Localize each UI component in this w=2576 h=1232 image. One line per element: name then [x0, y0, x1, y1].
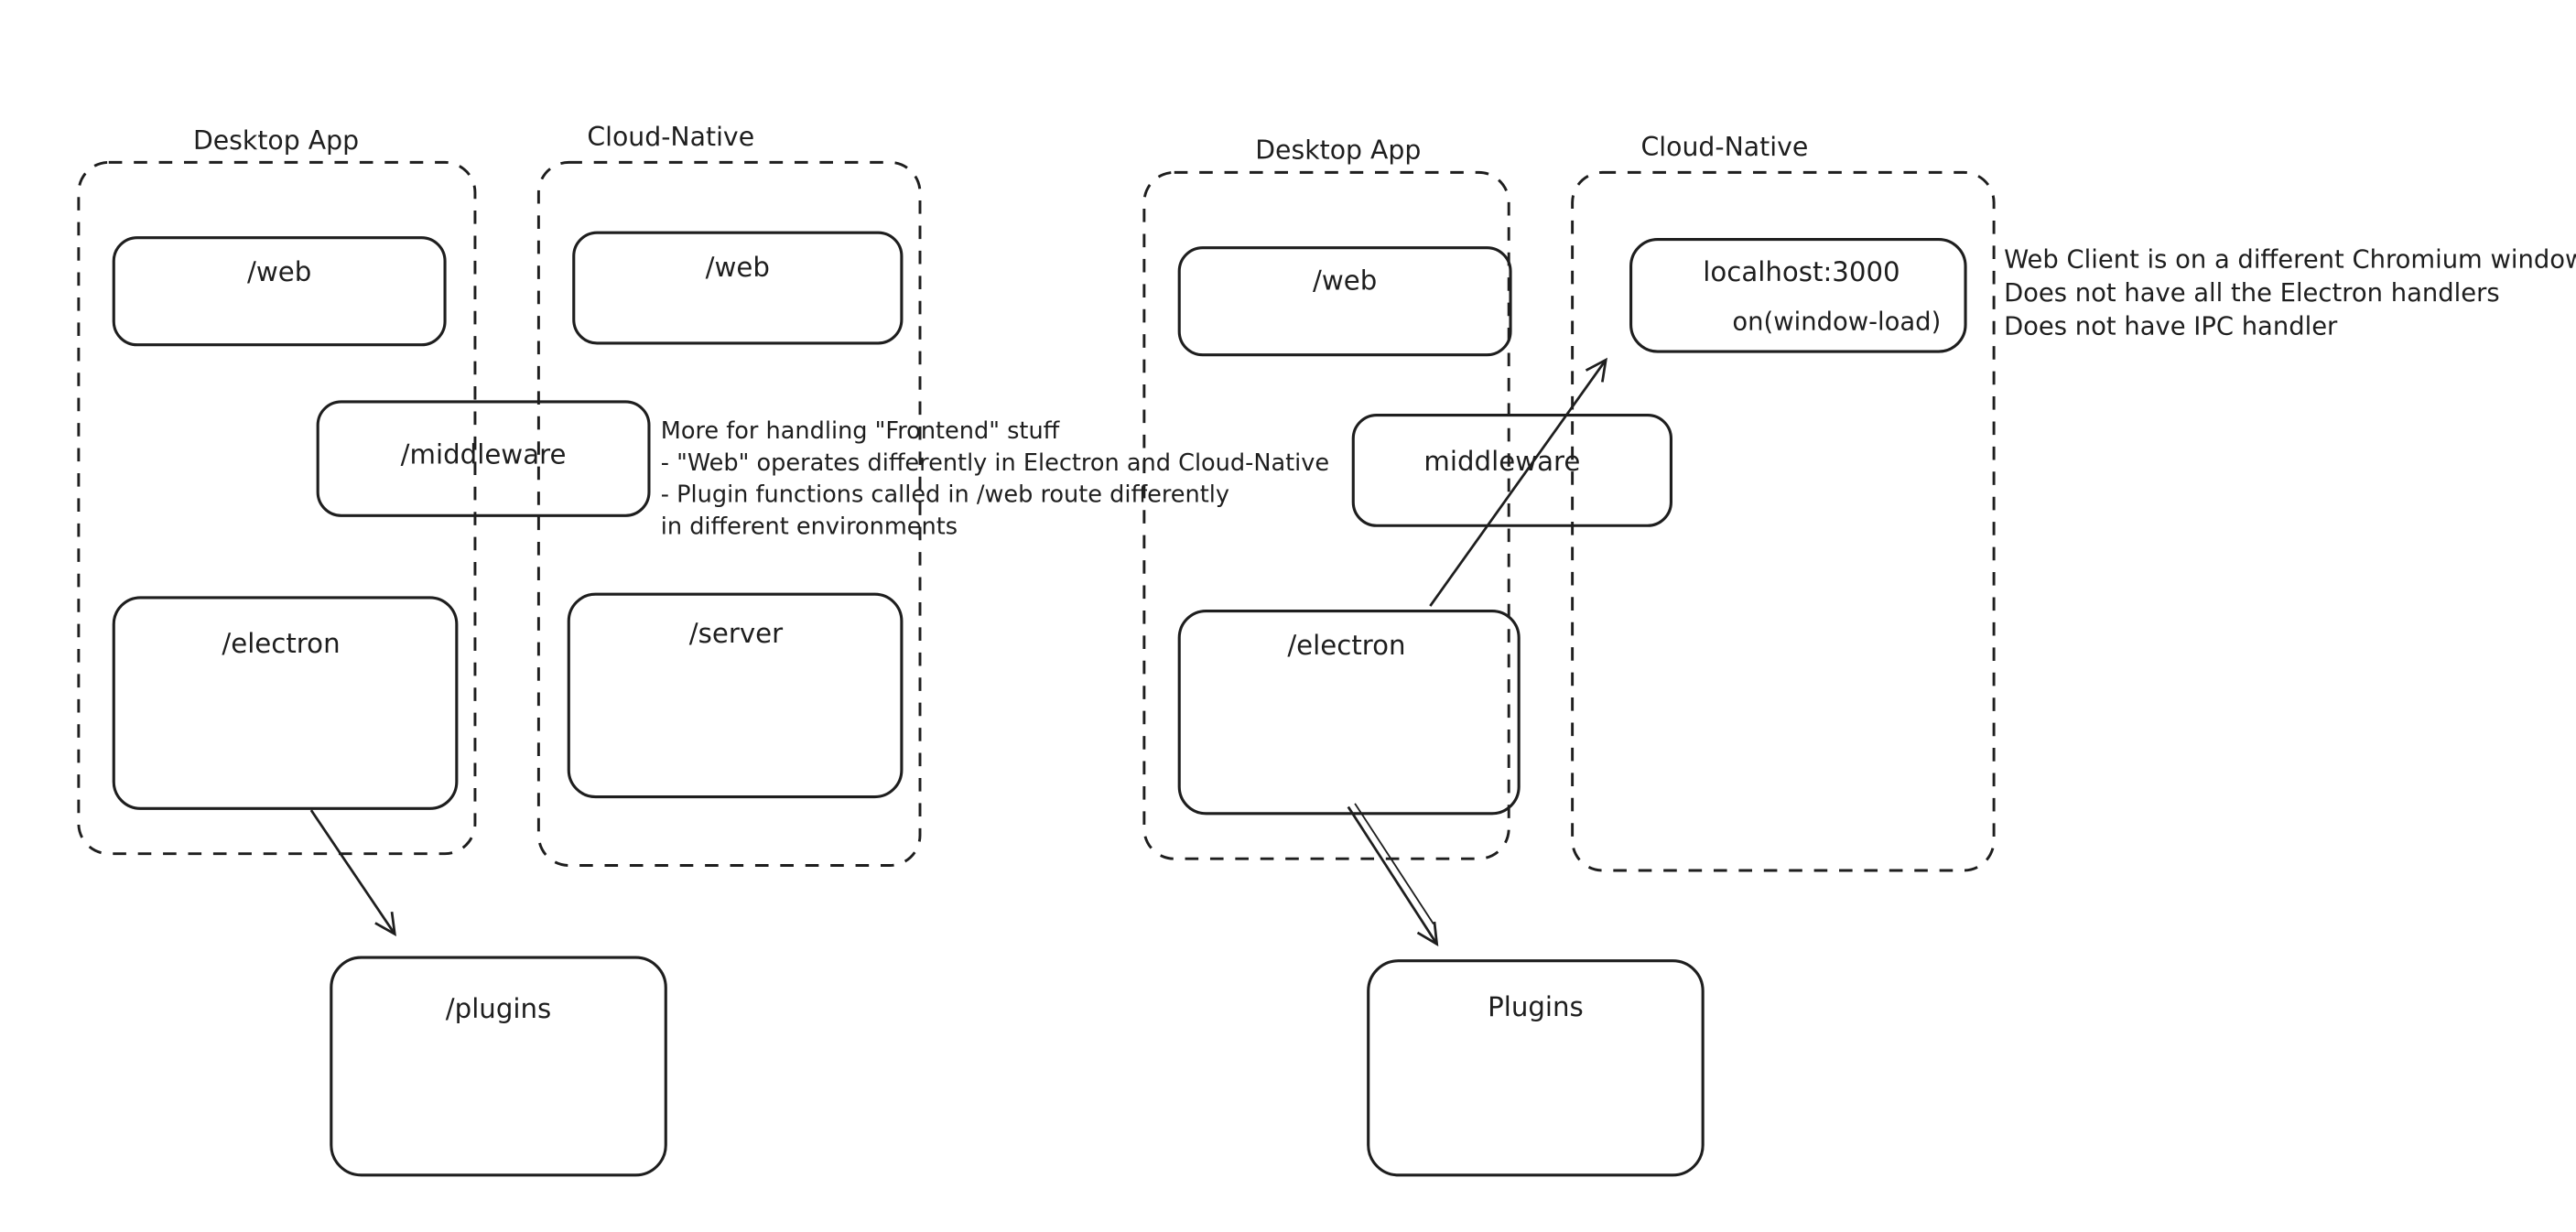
green-note: More for handling "Frontend" stuff - "We…: [661, 417, 1329, 540]
window-load-label: on(window-load): [1732, 308, 1941, 336]
right-plugins-box: [1367, 959, 1705, 1177]
left-server-box: [567, 592, 904, 799]
left-diagram: Desktop App Cloud-Native /web /web /midd…: [77, 122, 1329, 1177]
left-desktop-app-container: Desktop App: [77, 125, 477, 856]
right-plugins-label: Plugins: [1488, 991, 1584, 1022]
left-web-cloud-box: [572, 231, 904, 345]
left-server-node: /server: [567, 592, 904, 799]
red-note-line-2: Does not have all the Electron handlers: [2004, 279, 2500, 308]
left-electron-box: [112, 596, 459, 810]
left-web-desktop-label: /web: [247, 256, 311, 287]
left-middleware-label: /middleware: [401, 439, 567, 470]
localhost-node: localhost:3000 on(window-load): [1629, 237, 1967, 353]
right-web-node: /web: [1177, 246, 1512, 357]
right-diagram: Desktop App Cloud-Native /web localhost:…: [1142, 132, 2576, 1177]
right-middleware-box: [1351, 413, 1672, 527]
right-desktop-app-dashed-frame: [1142, 170, 1510, 860]
left-middleware-node: /middleware: [316, 400, 651, 517]
right-electron-to-plugins-arrow-sketch-stroke: [1354, 803, 1434, 924]
right-web-box: [1177, 246, 1512, 357]
left-web-desktop-box: [112, 236, 447, 347]
left-middleware-box: [316, 400, 651, 517]
left-desktop-app-title: Desktop App: [193, 125, 359, 156]
right-desktop-app-container: Desktop App: [1142, 135, 1510, 860]
right-electron-label: /electron: [1287, 630, 1405, 661]
red-note: Web Client is on a different Chromium wi…: [2004, 246, 2576, 341]
right-electron-node: /electron: [1177, 609, 1521, 816]
right-cloud-native-container: Cloud-Native: [1571, 132, 1996, 872]
left-electron-node: /electron: [112, 596, 459, 810]
right-middleware-label: middleware: [1423, 446, 1580, 477]
right-electron-to-localhost-arrow: [1429, 357, 1607, 607]
right-middleware-node: middleware: [1351, 413, 1672, 527]
red-note-line-3: Does not have IPC handler: [2004, 313, 2338, 341]
left-cloud-native-dashed-frame: [536, 160, 922, 867]
left-web-cloud-label: /web: [706, 252, 770, 283]
green-note-line-1: More for handling "Frontend" stuff: [661, 417, 1061, 445]
left-desktop-app-dashed-frame: [77, 160, 477, 856]
right-web-label: /web: [1313, 265, 1377, 296]
left-cloud-native-container: Cloud-Native: [536, 122, 922, 867]
left-web-cloud-node: /web: [572, 231, 904, 345]
right-plugins-node: Plugins: [1367, 959, 1705, 1177]
localhost-box: [1629, 237, 1967, 353]
right-cloud-native-title: Cloud-Native: [1641, 132, 1809, 162]
left-plugins-node: /plugins: [330, 956, 667, 1177]
left-cloud-native-title: Cloud-Native: [587, 122, 754, 152]
green-note-line-3: - Plugin functions called in /web route …: [661, 481, 1229, 509]
red-note-line-1: Web Client is on a different Chromium wi…: [2004, 246, 2576, 275]
left-electron-to-plugins-arrow: [309, 809, 396, 937]
right-electron-to-plugins-arrow: [1347, 805, 1439, 947]
green-note-line-4: in different environments: [661, 513, 958, 540]
right-desktop-app-title: Desktop App: [1255, 135, 1421, 166]
right-cloud-native-dashed-frame: [1571, 170, 1996, 872]
localhost-label: localhost:3000: [1703, 256, 1900, 287]
right-electron-box: [1177, 609, 1521, 816]
left-web-desktop-node: /web: [112, 236, 447, 347]
left-plugins-box: [330, 956, 667, 1177]
left-electron-label: /electron: [222, 628, 340, 659]
left-plugins-label: /plugins: [446, 993, 551, 1024]
left-server-label: /server: [689, 618, 784, 649]
green-note-line-2: - "Web" operates differently in Electron…: [661, 449, 1329, 477]
